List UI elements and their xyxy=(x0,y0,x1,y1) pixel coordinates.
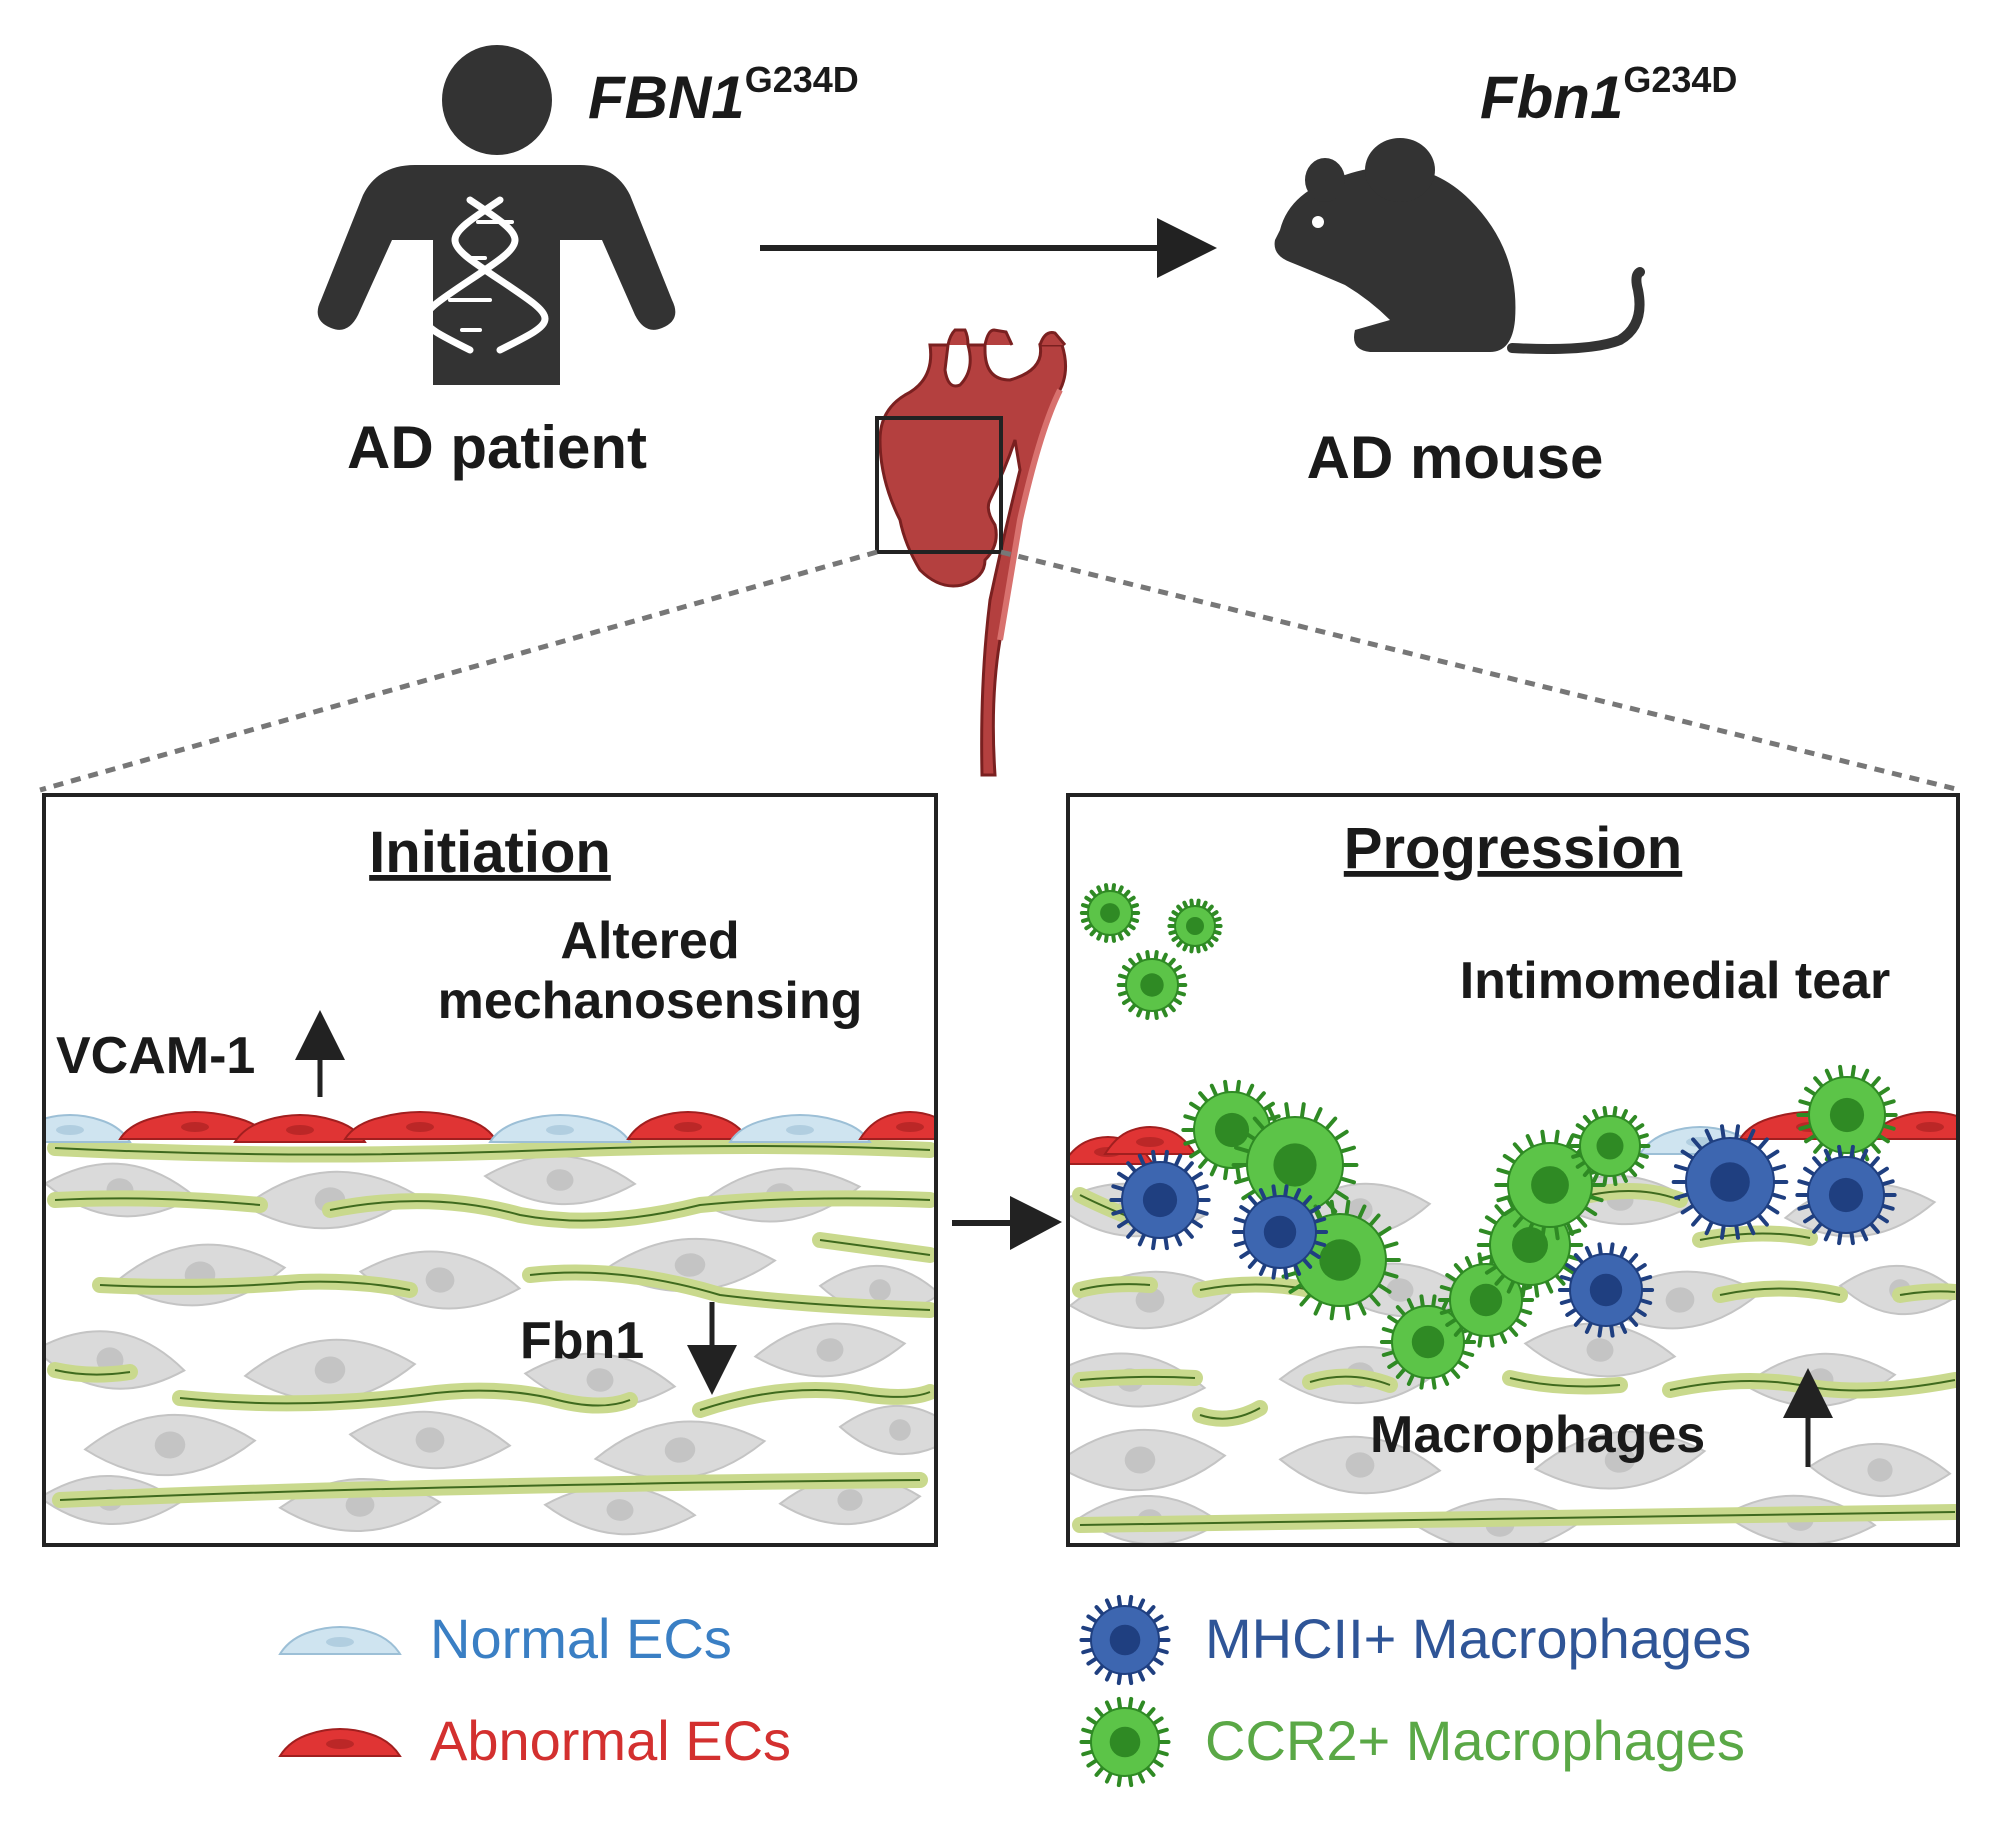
elastic-fiber xyxy=(1692,1225,1818,1248)
ccr2-macrophage xyxy=(1569,1105,1651,1187)
elastic-fiber xyxy=(692,1382,936,1418)
initiation-panel: Initiation Altered mechanosensing VCAM-1… xyxy=(42,793,938,1547)
abnormal-ec xyxy=(278,1728,402,1757)
mechano-line2: mechanosensing xyxy=(438,972,863,1030)
normal-ec xyxy=(728,1114,872,1143)
smooth-muscle-cell xyxy=(753,1322,907,1378)
elastic-fiber xyxy=(47,1190,268,1213)
elastic-fiber xyxy=(47,1138,936,1163)
elastic-fiber xyxy=(1662,1372,1958,1399)
progression-panel: Progression Intimomedial tear Macrophage… xyxy=(1066,793,1960,1547)
elastic-fiber xyxy=(1892,1283,1958,1303)
legend-ccr2-icon xyxy=(1079,1696,1171,1788)
ccr2-macrophage xyxy=(1167,898,1223,954)
smooth-muscle-cell xyxy=(243,1170,417,1230)
legend-abnormal-ecs: Abnormal ECs xyxy=(430,1709,791,1772)
progression-tissue xyxy=(1070,883,1958,1545)
dna-icon xyxy=(421,196,549,354)
elastic-fiber xyxy=(1582,1183,1688,1208)
smooth-muscle-cell xyxy=(838,1404,936,1456)
fbn1-label: Fbn1 xyxy=(520,1312,644,1370)
mhcii-macrophage xyxy=(1795,1144,1897,1246)
human-gene-label: FBN1G234D xyxy=(588,59,859,131)
smooth-muscle-cell xyxy=(1278,1435,1442,1495)
progression-title: Progression xyxy=(1344,816,1682,881)
elastic-fiber xyxy=(1072,1368,1203,1388)
elastic-fiber xyxy=(52,1472,928,1508)
elastic-fiber xyxy=(1302,1368,1398,1393)
tear-label: Intimomedial tear xyxy=(1460,952,1891,1010)
elastic-fiber xyxy=(172,1382,638,1414)
zoom-line-right xyxy=(1000,549,1961,793)
legend-ccr2: CCR2+ Macrophages xyxy=(1205,1709,1745,1772)
abnormal-ec xyxy=(1868,1111,1958,1140)
elastic-fiber xyxy=(322,1190,936,1229)
macrophages-label: Macrophages xyxy=(1370,1406,1705,1464)
abnormal-ec xyxy=(626,1111,750,1140)
mhcii-macrophage xyxy=(1231,1184,1329,1280)
elastic-fiber xyxy=(1072,1504,1958,1533)
mouse-gene-label: Fbn1G234D xyxy=(1480,59,1737,131)
elastic-fiber xyxy=(92,1273,418,1298)
mhcii-macrophage xyxy=(1557,1242,1655,1338)
initiation-tissue xyxy=(46,1111,936,1536)
normal-ec xyxy=(488,1114,632,1143)
mouse-label: AD mouse xyxy=(1307,424,1604,491)
smooth-muscle-cell xyxy=(243,1338,417,1402)
legend-normal-ecs: Normal ECs xyxy=(430,1607,732,1670)
ccr2-macrophage xyxy=(1079,883,1141,943)
stage-arrowhead xyxy=(1010,1196,1062,1250)
elastic-fiber xyxy=(812,1232,936,1263)
elastic-fiber xyxy=(47,1362,138,1383)
abnormal-ec xyxy=(858,1111,936,1140)
elastic-fiber xyxy=(1192,1400,1268,1427)
smooth-muscle-cell xyxy=(1533,1430,1707,1490)
smooth-muscle-cell xyxy=(593,1420,767,1480)
ccr2-macrophage xyxy=(1437,1252,1535,1348)
legend-mhcii-icon xyxy=(1079,1594,1171,1686)
abnormal-ec xyxy=(343,1111,497,1140)
elastic-fiber xyxy=(1072,1276,1158,1298)
legend-mhcii: MHCII+ Macrophages xyxy=(1205,1607,1751,1670)
smooth-muscle-cell xyxy=(1523,1322,1677,1378)
legend-icons xyxy=(278,1594,1171,1788)
smooth-muscle-cell xyxy=(1808,1442,1952,1498)
abnormal-ec xyxy=(118,1111,272,1140)
smooth-muscle-cell xyxy=(348,1410,512,1470)
zoom-line-left xyxy=(39,549,878,793)
elastic-fiber xyxy=(1502,1370,1628,1395)
smooth-muscle-cell xyxy=(83,1413,257,1477)
mechano-line1: Altered xyxy=(560,912,739,970)
initiation-title: Initiation xyxy=(369,820,611,885)
mouse-icon xyxy=(1274,138,1645,354)
ccr2-macrophage xyxy=(1796,1064,1898,1166)
patient-icon xyxy=(317,45,676,385)
mhcii-macrophage xyxy=(1109,1149,1211,1251)
patient-label: AD patient xyxy=(347,414,647,481)
smooth-muscle-cell xyxy=(1070,1428,1227,1492)
normal-ec xyxy=(46,1114,132,1143)
aorta-icon xyxy=(878,328,1067,777)
elastic-fiber xyxy=(1712,1280,1848,1303)
mhcii-macrophage xyxy=(1671,1124,1789,1240)
vcam-label: VCAM-1 xyxy=(56,1027,255,1085)
ccr2-macrophage xyxy=(1116,950,1188,1020)
ccr2-macrophage xyxy=(1231,1102,1359,1228)
elastic-fiber xyxy=(522,1264,936,1318)
ccr2-macrophage xyxy=(1494,1129,1606,1241)
normal-ec xyxy=(278,1626,402,1655)
zoom-box xyxy=(875,416,1003,554)
